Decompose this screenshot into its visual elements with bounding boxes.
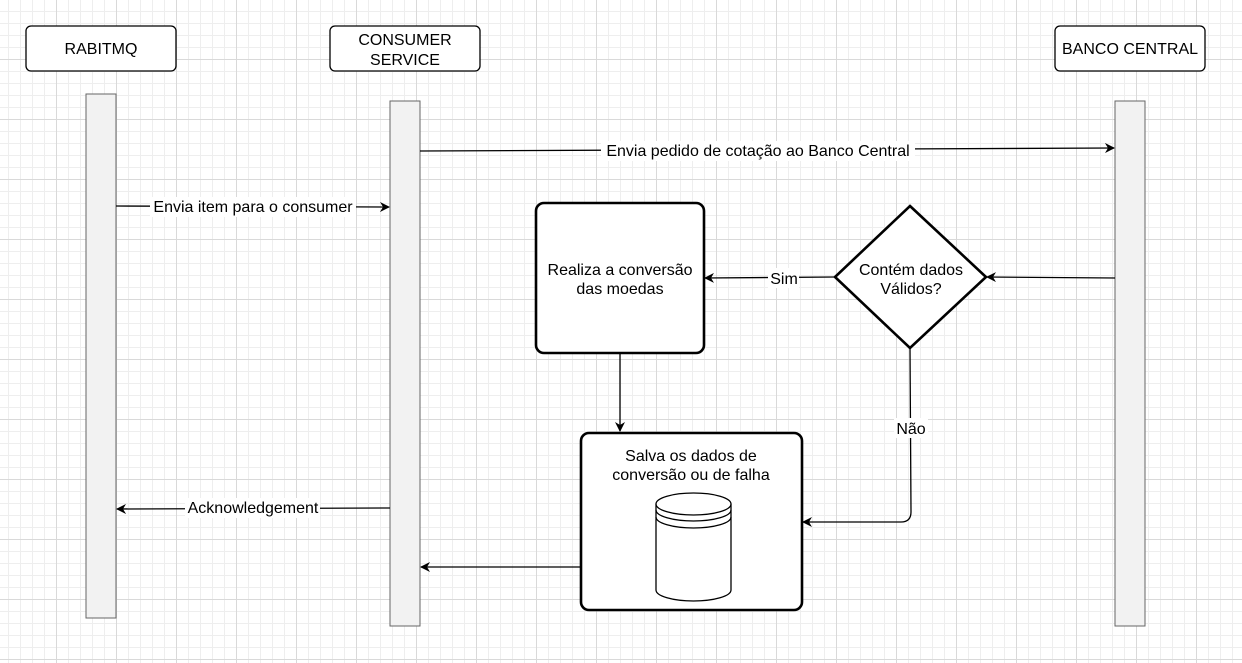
edge-no-label: Não — [896, 421, 925, 438]
participant-banco-central-label: BANCO CENTRAL — [1062, 41, 1198, 58]
lifeline-rabbitmq[interactable] — [85, 93, 117, 619]
participant-rabbitmq[interactable]: RABITMQ — [25, 25, 177, 72]
edge-acknowledgement[interactable]: Acknowledgement — [116, 498, 391, 518]
edge-bank-to-decision[interactable] — [986, 272, 1116, 283]
edge-request-quote[interactable]: Envia pedido de cotação ao Banco Central — [419, 141, 1115, 161]
edge-send-item[interactable]: Envia item para o consumer — [115, 197, 390, 217]
lifeline-consumer-service[interactable] — [389, 100, 421, 627]
participant-consumer-label-line1: CONSUMER — [358, 32, 451, 49]
process-save-label-line2: conversão ou de falha — [612, 467, 770, 484]
database-icon — [655, 492, 732, 602]
edge-acknowledgement-label: Acknowledgement — [188, 500, 319, 517]
edge-send-item-label: Envia item para o consumer — [153, 199, 353, 216]
participant-banco-central[interactable]: BANCO CENTRAL — [1054, 25, 1206, 72]
participant-consumer-service[interactable]: CONSUMER SERVICE — [329, 25, 481, 72]
participant-rabbitmq-label: RABITMQ — [65, 41, 138, 58]
edge-yes-label: Sim — [770, 271, 798, 288]
decision-label-line2: Válidos? — [880, 281, 941, 298]
process-save-label-line1: Salva os dados de — [625, 448, 757, 465]
process-conversion-label-line1: Realiza a conversão — [548, 262, 693, 279]
decision-label-line1: Contém dados — [859, 262, 963, 279]
edge-request-quote-label: Envia pedido de cotação ao Banco Central — [606, 143, 909, 160]
decision-valid-data[interactable]: Contém dados Válidos? — [833, 204, 988, 350]
process-save-data[interactable]: Salva os dados de conversão ou de falha — [579, 431, 804, 612]
lifeline-banco-central[interactable] — [1114, 100, 1146, 627]
edge-no[interactable]: Não — [802, 347, 928, 527]
process-conversion[interactable]: Realiza a conversão das moedas — [534, 201, 706, 355]
process-conversion-label-line2: das moedas — [576, 281, 663, 298]
participant-consumer-label-line2: SERVICE — [370, 52, 440, 69]
edge-yes[interactable]: Sim — [704, 268, 836, 288]
